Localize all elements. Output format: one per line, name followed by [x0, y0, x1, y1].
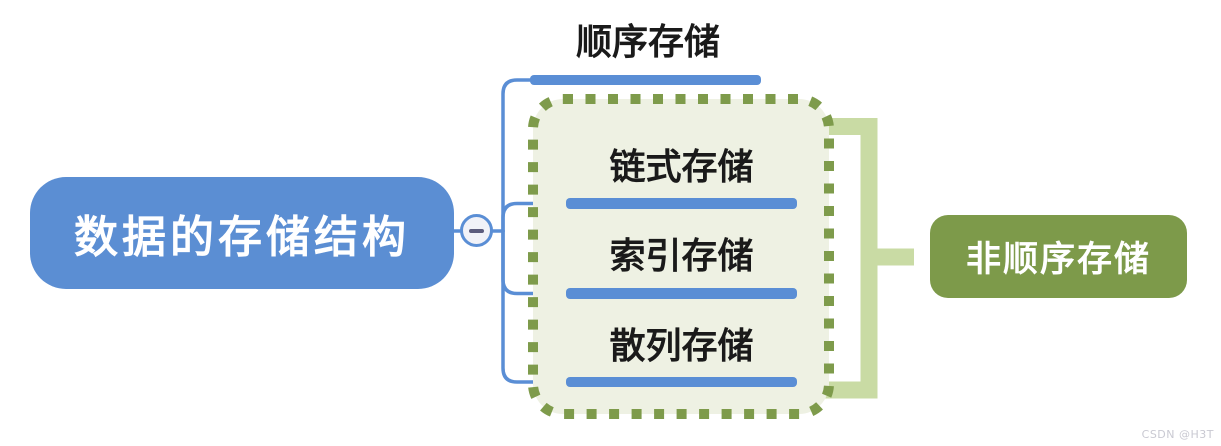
- branch-underline-4: [566, 377, 797, 387]
- watermark: CSDN @H3T: [1141, 428, 1214, 441]
- root-topic-label: 数据的存储结构: [74, 212, 410, 263]
- branch-underline-1: [530, 75, 761, 85]
- connector-branch-1: [501, 78, 537, 233]
- branch-topic-sequential-storage[interactable]: 顺序存储: [575, 22, 720, 63]
- connector-branch-2: [501, 201, 572, 233]
- connector-branch-4: [501, 229, 572, 384]
- branch-topic-hash-storage[interactable]: 散列存储: [609, 326, 754, 367]
- branch-topic-linked-storage[interactable]: 链式存储: [609, 147, 754, 188]
- summary-topic-label: 非顺序存储: [965, 240, 1151, 280]
- root-topic[interactable]: 数据的存储结构: [30, 177, 454, 289]
- branch-underline-3: [566, 288, 797, 299]
- group-dashed-border: [528, 94, 834, 419]
- branch-topic-index-storage[interactable]: 索引存储: [609, 236, 754, 277]
- summary-topic[interactable]: 非顺序存储: [930, 215, 1187, 298]
- collapse-button[interactable]: [460, 214, 493, 247]
- minus-icon: [469, 228, 484, 233]
- branch-underline-2: [566, 198, 797, 209]
